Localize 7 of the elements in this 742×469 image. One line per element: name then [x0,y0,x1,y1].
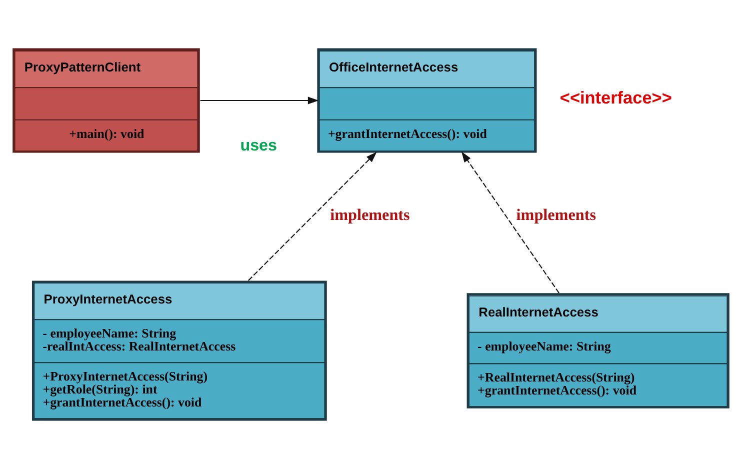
arrow [200,96,319,104]
edge-label: uses [240,136,277,155]
node-label: <<interface>> [560,88,672,108]
arrow [461,152,560,294]
edge-label: implements [330,206,410,224]
arrow [248,152,377,281]
edge-label: implements [516,206,596,224]
